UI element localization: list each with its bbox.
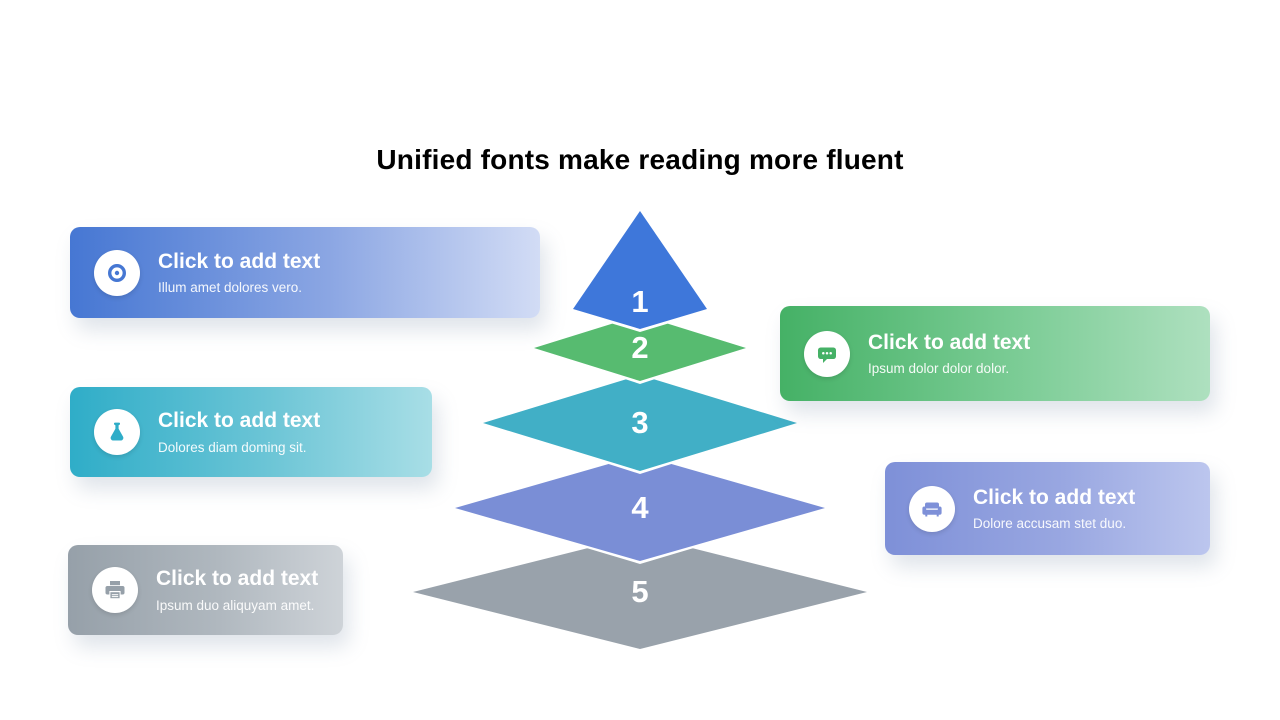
card-title[interactable]: Click to add text [156, 567, 319, 591]
card-title[interactable]: Click to add text [868, 330, 1031, 354]
callout-card-2[interactable]: Click to add text Ipsum dolor dolor dolo… [780, 306, 1210, 401]
card-subtitle[interactable]: Ipsum duo aliquyam amet. [156, 597, 315, 613]
callout-card-1[interactable]: Click to add text Illum amet dolores ver… [70, 227, 540, 318]
pyramid-level-4[interactable]: 4 [452, 452, 828, 564]
callout-card-4[interactable]: Click to add text Dolore accusam stet du… [885, 462, 1210, 555]
card-subtitle[interactable]: Dolore accusam stet duo. [973, 516, 1127, 532]
card-text: Click to add text Ipsum duo aliquyam ame… [156, 567, 318, 612]
callout-card-5[interactable]: Click to add text Ipsum duo aliquyam ame… [68, 545, 343, 635]
pyramid-level-3[interactable]: 3 [480, 372, 800, 474]
card-text: Click to add text Dolores diam doming si… [158, 409, 320, 454]
callout-card-3[interactable]: Click to add text Dolores diam doming si… [70, 387, 432, 477]
printer-icon [92, 567, 138, 613]
flask-icon [94, 409, 140, 455]
pyramid-level-number: 5 [631, 574, 649, 609]
card-text: Click to add text Dolore accusam stet du… [973, 486, 1135, 531]
pyramid-level-number: 2 [631, 330, 649, 365]
pyramid-level-1[interactable]: 1 [570, 208, 710, 332]
chat-icon [804, 330, 850, 377]
pyramid-level-number: 4 [631, 490, 649, 525]
card-subtitle[interactable]: Dolores diam doming sit. [158, 439, 307, 455]
disc-icon [94, 249, 140, 296]
card-subtitle[interactable]: Ipsum dolor dolor dolor. [868, 361, 1010, 377]
card-title[interactable]: Click to add text [158, 409, 321, 433]
card-title[interactable]: Click to add text [158, 249, 321, 273]
card-title[interactable]: Click to add text [973, 485, 1136, 509]
slide-title[interactable]: Unified fonts make reading more fluent [376, 144, 904, 175]
card-text: Click to add text Ipsum dolor dolor dolo… [868, 331, 1030, 376]
card-subtitle[interactable]: Illum amet dolores vero. [158, 280, 303, 296]
pyramid-level-number: 3 [631, 405, 649, 440]
card-text: Click to add text Illum amet dolores ver… [158, 250, 320, 295]
pyramid-level-number: 1 [631, 284, 649, 319]
sofa-icon [909, 485, 955, 532]
